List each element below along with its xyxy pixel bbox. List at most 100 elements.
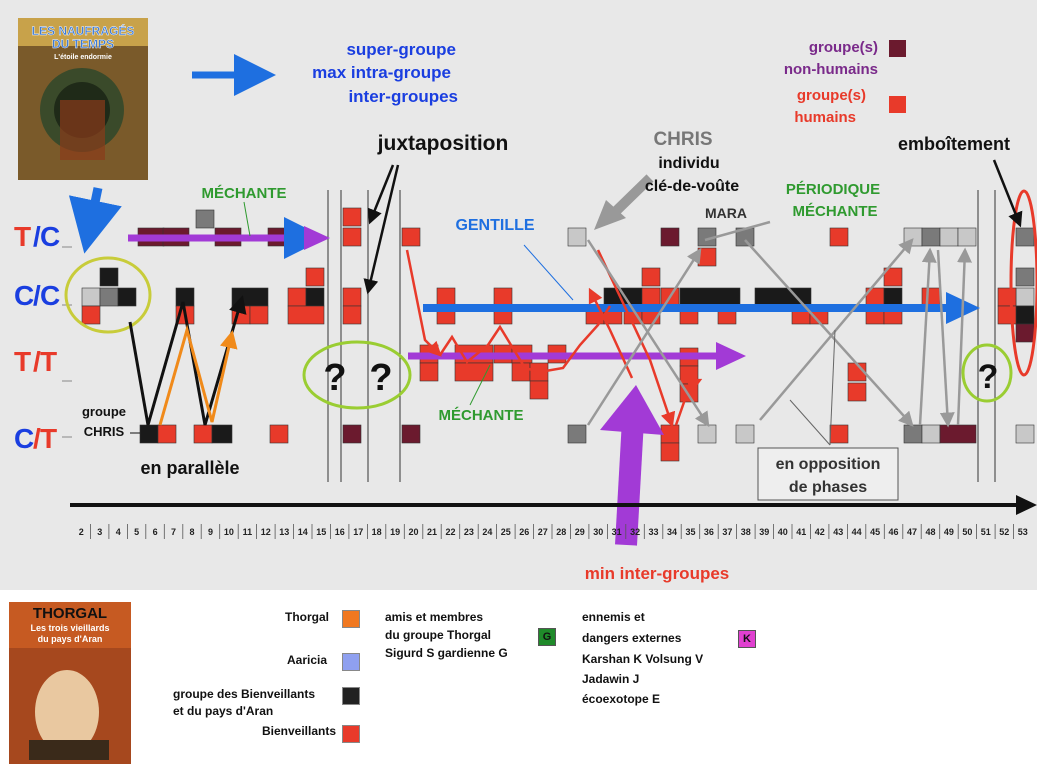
episode-cell — [1015, 267, 1035, 287]
row-label-tt-a: T — [14, 346, 31, 377]
episode-cell — [697, 424, 717, 444]
episode-cell — [641, 287, 661, 307]
timeline-tick-label: 30 — [593, 527, 603, 537]
episode-cell — [829, 227, 849, 247]
episode-cell — [883, 267, 903, 287]
row-label-cc-slash: / — [33, 280, 41, 311]
cover-top-title2: DU TEMPS — [52, 37, 114, 51]
legend-panel: THORGAL Les trois vieillards du pays d'A… — [0, 598, 765, 766]
episode-cell — [401, 227, 421, 247]
label-mara: MARA — [705, 205, 747, 221]
label-periodique: PÉRIODIQUE — [786, 181, 880, 198]
legend-amis-line2: du groupe Thorgal — [385, 628, 491, 642]
chris-arrow-head — [594, 200, 626, 230]
episode-cell — [249, 305, 269, 325]
legend-enn-line5: écoexotope E — [582, 692, 661, 706]
episode-cell — [957, 227, 977, 247]
legend-enn-line3: Karshan K Volsung V — [582, 652, 704, 666]
label-opposition-1: en opposition — [776, 456, 881, 473]
episode-cell — [99, 287, 119, 307]
timeline-tick-label: 33 — [648, 527, 658, 537]
timeline-tick-label: 48 — [925, 527, 935, 537]
separators — [327, 190, 996, 482]
timeline-tick-label: 47 — [907, 527, 917, 537]
timeline-tick-label: 53 — [1018, 527, 1028, 537]
episode-cell — [921, 424, 941, 444]
episode-cell — [419, 362, 439, 382]
label-cle-de-voute: clé-de-voûte — [645, 178, 739, 195]
olive-circle — [64, 256, 152, 334]
min-inter-arrow-head — [600, 385, 664, 435]
episode-cell — [287, 287, 307, 307]
row-label-tc-a: T — [14, 221, 31, 252]
timeline-tick-label: 19 — [390, 527, 400, 537]
legend-thorgal-swatch — [342, 610, 360, 628]
key-nonhuman-1: groupe(s) — [809, 39, 878, 56]
mechante-bottom-pointer — [469, 364, 491, 406]
timeline-tick-label: 10 — [224, 527, 234, 537]
diagram-panel: LES NAUFRAGÉS DU TEMPS L'étoile endormie… — [0, 0, 1037, 590]
row-label-tt-b: T — [40, 346, 57, 377]
episode-cell — [847, 382, 867, 402]
question-mark-1: ? — [323, 357, 346, 399]
timeline-tick-label: 16 — [335, 527, 345, 537]
legend-aaricia-swatch — [342, 653, 360, 671]
episode-cell — [679, 287, 741, 307]
episode-cell — [99, 267, 119, 287]
timeline-tick-label: 28 — [556, 527, 566, 537]
timeline-tick-label: 22 — [445, 527, 455, 537]
timeline-tick-label: 37 — [722, 527, 732, 537]
timeline-tick-label: 41 — [796, 527, 806, 537]
timeline-tick-label: 18 — [372, 527, 382, 537]
legend-bienv-line1: groupe des Bienveillants — [173, 687, 316, 701]
episode-cell — [903, 227, 923, 247]
row-label-ct-b: T — [40, 423, 57, 454]
timeline-tick-label: 11 — [243, 527, 253, 537]
cover-bottom-line3: du pays d'Aran — [38, 634, 103, 644]
timeline-tick-label: 14 — [298, 527, 308, 537]
purple-arrow-top-head — [304, 226, 330, 250]
gentille-pointer — [523, 244, 574, 301]
episode-cell — [567, 424, 587, 444]
episode-cell — [829, 424, 849, 444]
timeline-tick-label: 13 — [279, 527, 289, 537]
episode-cell — [511, 362, 531, 382]
episode-cell — [231, 287, 269, 307]
episode-cell — [269, 424, 289, 444]
orange-zigzag — [158, 324, 238, 426]
key-human-2: humains — [794, 109, 856, 126]
legend-amis-line3: Sigurd S gardienne G — [385, 646, 508, 660]
timeline-tick-label: 51 — [981, 527, 991, 537]
episode-cell — [1015, 323, 1035, 343]
episode-cell — [342, 305, 362, 325]
episode-cell — [342, 424, 362, 444]
legend-enn-line2: dangers externes — [582, 631, 682, 645]
episode-cell — [921, 287, 941, 307]
opposition-box — [757, 447, 899, 501]
timeline-tick-label: 44 — [852, 527, 862, 537]
label-chris: CHRIS — [653, 129, 712, 150]
episode-cell — [1015, 227, 1035, 247]
diagram-svg: LES NAUFRAGÉS DU TEMPS L'étoile endormie… — [14, 18, 1037, 583]
label-mechante-bottom: MÉCHANTE — [439, 407, 524, 424]
chris-arrow — [608, 174, 654, 219]
episode-cell — [660, 424, 680, 444]
episode-cell — [342, 287, 362, 307]
row-labels: T / C C / C T / T C / T — [14, 221, 72, 454]
album-cover-bottom: THORGAL Les trois vieillards du pays d'A… — [9, 602, 131, 764]
legend-thorgal: Thorgal — [285, 610, 329, 624]
legend-amis-line1: amis et membres — [385, 610, 484, 624]
episode-cell — [342, 207, 362, 227]
emboitement-ellipse — [1009, 189, 1037, 377]
timeline-tick-label: 31 — [612, 527, 622, 537]
timeline-tick-label: 9 — [208, 527, 213, 537]
timeline-tick-label: 8 — [189, 527, 194, 537]
episode-cell — [157, 424, 177, 444]
timeline-tick-label: 24 — [482, 527, 492, 537]
episode-cell — [81, 305, 101, 325]
episode-cell — [939, 227, 959, 247]
opposition-pointer-2 — [829, 329, 836, 446]
timeline-tick-label: 5 — [134, 527, 139, 537]
red-arrows — [405, 249, 703, 428]
